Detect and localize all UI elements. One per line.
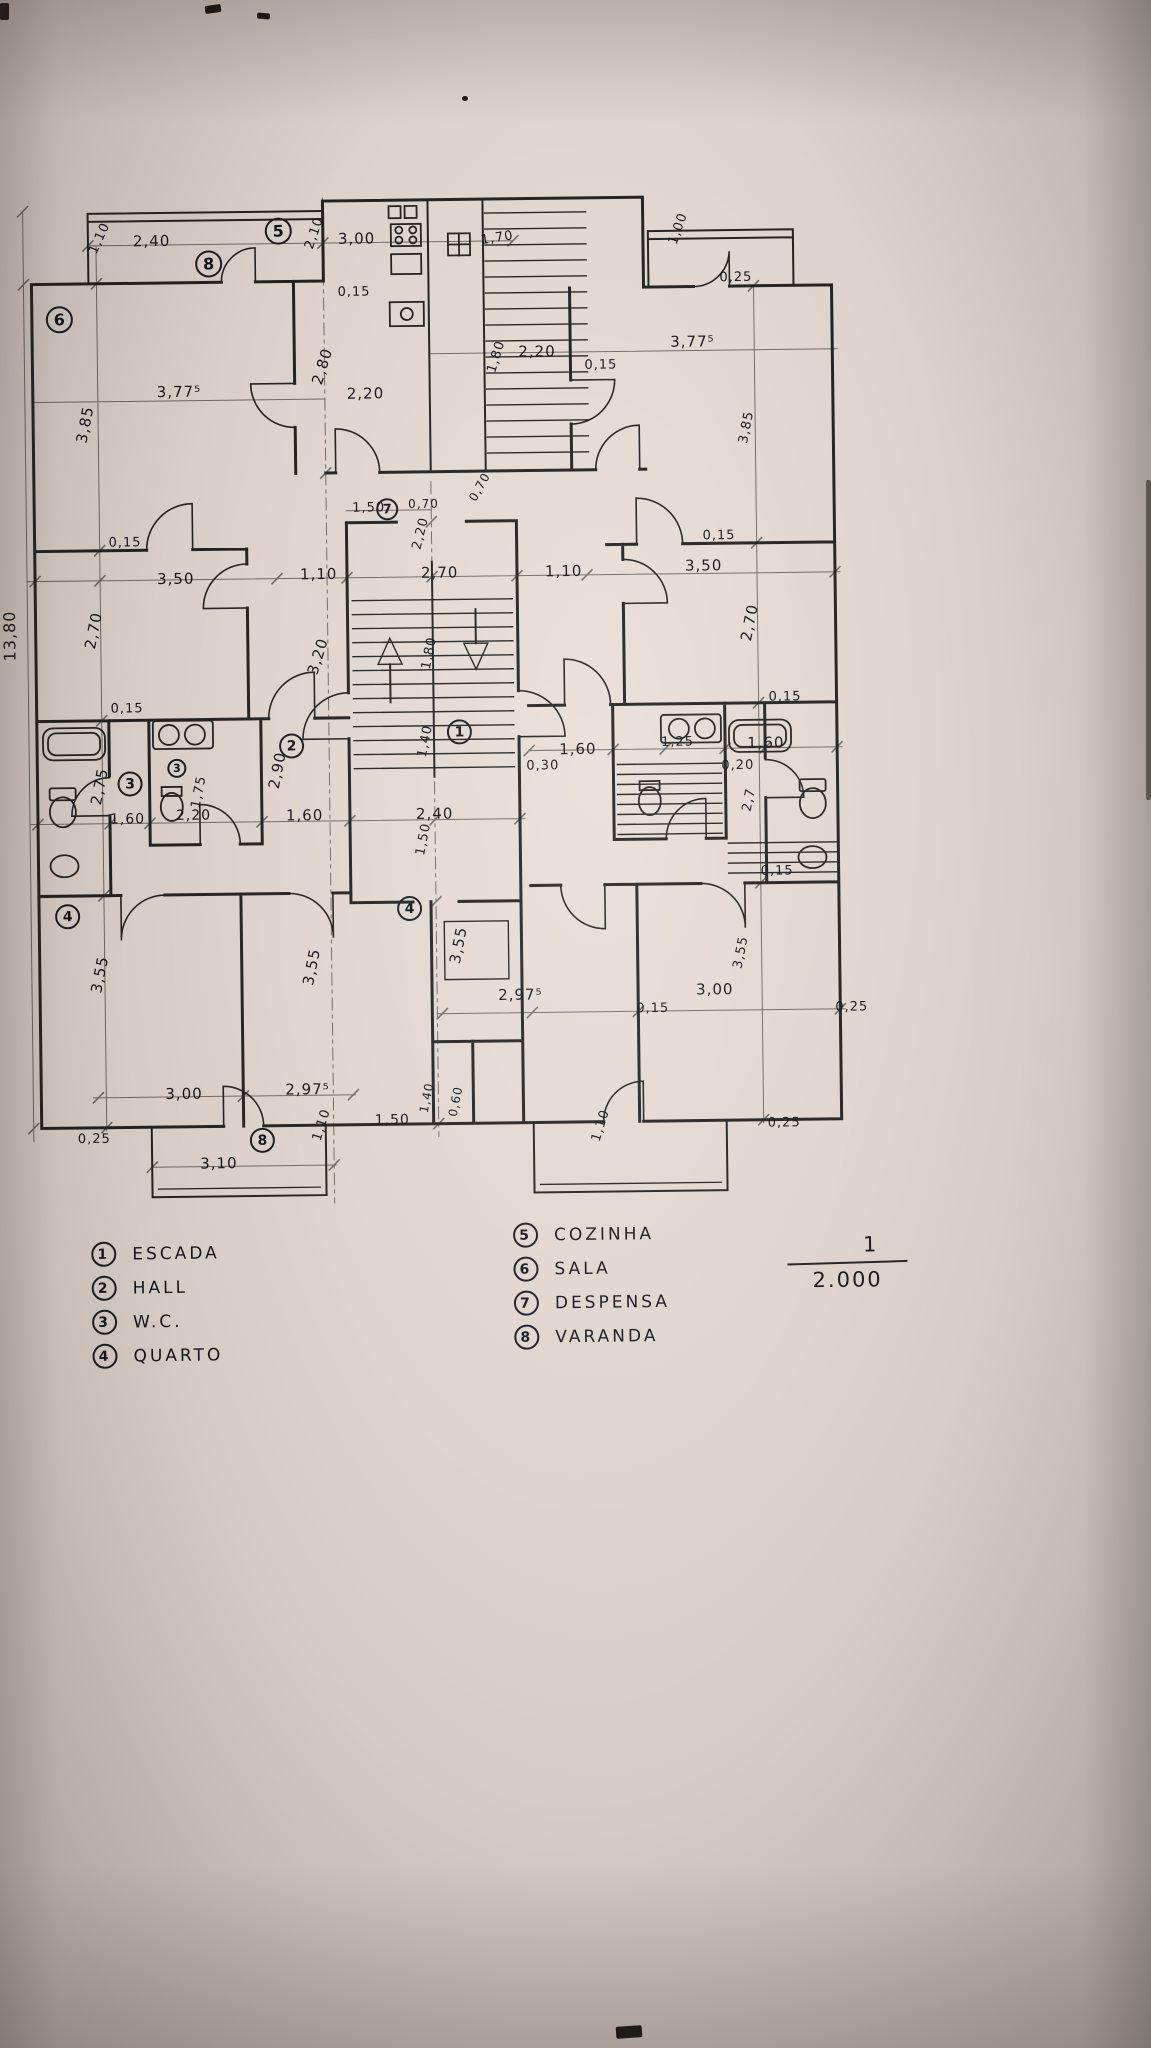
dimension-label: 0,15	[702, 528, 736, 544]
legend-item: 6 SALA	[513, 1255, 669, 1282]
legend-label: VARANDA	[555, 1325, 659, 1347]
doors-layer	[71, 247, 805, 1128]
dimension-label: 3,77⁵	[670, 332, 715, 351]
scan-artifact	[462, 96, 468, 101]
legend-item: 4 QUARTO	[92, 1342, 223, 1369]
room-number-marker: 4	[55, 904, 81, 930]
legend-item: 3 W.C.	[91, 1308, 223, 1335]
dimension-label: 0,15	[108, 535, 142, 551]
dimension-label: 0,20	[721, 757, 755, 774]
scan-artifact	[0, 3, 9, 20]
dimension-label: 2,97⁵	[498, 985, 543, 1004]
dimension-label: 0,25	[835, 999, 869, 1015]
dimension-label: 2,40	[415, 804, 454, 823]
stairs-layer	[351, 211, 838, 874]
room-number-marker: 8	[249, 1127, 276, 1154]
dimension-label: 3,77⁵	[156, 382, 202, 402]
dimension-label: 1,10	[299, 564, 338, 584]
dimension-label: 1,25	[660, 734, 695, 750]
legend-item: 7 DESPENSA	[513, 1289, 671, 1316]
dimension-label: 0,70	[408, 496, 439, 512]
legend-marker: 8	[514, 1324, 540, 1350]
legend-marker: 2	[91, 1275, 117, 1301]
dimension-label: 2,70	[420, 563, 459, 582]
legend-label: COZINHA	[553, 1223, 655, 1245]
dimension-label: 0,15	[110, 701, 144, 717]
scale-denominator: 2.000	[812, 1267, 883, 1293]
dimension-label: 0,25	[77, 1131, 111, 1148]
scan-artifact	[615, 2025, 643, 2039]
dimension-label: 0,30	[526, 758, 560, 774]
dimension-label: 13,80	[0, 610, 20, 662]
scale-fraction-bar	[787, 1259, 908, 1266]
legend-label: QUARTO	[133, 1344, 224, 1366]
legend-item: 1 ESCADA	[91, 1240, 222, 1267]
dimension-label: 0,15	[760, 863, 794, 879]
dimension-label: 1,60	[559, 739, 597, 759]
fixtures-layer	[42, 204, 828, 981]
dimension-label: 0,15	[768, 689, 802, 705]
dimension-label: 0,15	[337, 284, 371, 300]
dimension-label: 3,10	[200, 1154, 238, 1173]
dimension-label: 0,25	[767, 1115, 801, 1131]
dimension-label: 3,00	[695, 980, 734, 999]
scale-numerator: 1	[862, 1232, 878, 1257]
room-number-marker: 1	[446, 719, 473, 745]
legend-item: 2 HALL	[91, 1274, 223, 1301]
dimension-label: 3,00	[165, 1084, 203, 1104]
legend-label: HALL	[132, 1277, 189, 1298]
legend-label: W.C.	[132, 1311, 183, 1332]
legend-label: SALA	[554, 1258, 611, 1279]
legend-item: 5 COZINHA	[512, 1221, 669, 1248]
legend-label: DESPENSA	[554, 1291, 671, 1313]
dimension-label: 1,60	[285, 806, 324, 825]
dimension-lines-layer	[16, 197, 847, 1204]
scan-artifact	[1146, 480, 1151, 800]
room-number-marker: 5	[264, 217, 292, 245]
room-number-marker: 2	[278, 733, 305, 759]
dimension-label: 0,15	[584, 357, 618, 373]
dimension-label: 0,15	[636, 1000, 670, 1017]
dimension-label: 1,60	[109, 811, 146, 828]
legend-item: 8 VARANDA	[514, 1323, 670, 1350]
dimension-label: 3,50	[684, 556, 723, 575]
dimension-label: 3,50	[156, 569, 195, 589]
dimension-label: 2,20	[518, 342, 556, 361]
dimension-label: 2,97⁵	[285, 1080, 330, 1099]
legend-marker: 4	[92, 1343, 118, 1369]
room-number-marker: 3	[117, 771, 143, 797]
dimension-label: 2,20	[175, 807, 212, 824]
legend-label: ESCADA	[132, 1242, 220, 1264]
room-number-marker: 7	[376, 498, 399, 521]
room-number-marker: 3	[167, 758, 187, 778]
room-number-marker: 4	[396, 895, 423, 922]
dimension-label: 3,00	[337, 229, 376, 248]
scale-fraction: 1 2.000	[787, 1232, 908, 1292]
dimension-label: 1,50	[374, 1112, 410, 1129]
legend-right: 5 COZINHA 6 SALA 7 DESPENSA 8 VARANDA	[512, 1221, 671, 1350]
legend-marker: 6	[513, 1256, 539, 1282]
legend-left: 1 ESCADA 2 HALL 3 W.C. 4 QUARTO	[91, 1240, 223, 1369]
legend-marker: 3	[91, 1309, 118, 1335]
dimension-label: 1,10	[544, 561, 583, 581]
legend-marker: 7	[513, 1290, 540, 1316]
dimension-label: 2,20	[346, 384, 385, 403]
scan-artifact	[256, 12, 271, 20]
dimension-label: 0,25	[719, 269, 753, 286]
legend-marker: 5	[512, 1222, 539, 1248]
balcony-railings-layer	[86, 210, 795, 1199]
dimension-label: 1,60	[746, 733, 785, 752]
dimension-label: 2,40	[132, 231, 171, 251]
legend-marker: 1	[91, 1241, 117, 1267]
